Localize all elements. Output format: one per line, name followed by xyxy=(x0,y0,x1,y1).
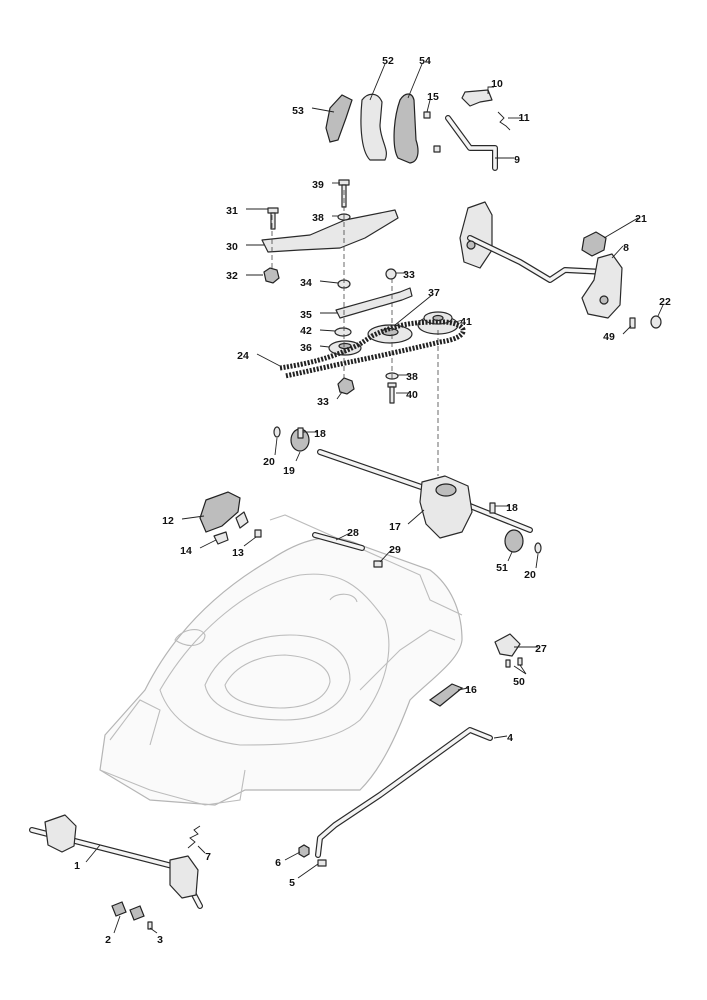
callout-c20b: 20 xyxy=(524,569,536,581)
callout-c24: 24 xyxy=(237,350,249,362)
callout-c41: 41 xyxy=(460,316,472,328)
callout-c16: 16 xyxy=(465,684,477,696)
part-42-pulley-small xyxy=(334,327,352,337)
part-1-front-axle xyxy=(29,814,203,909)
callout-c17: 17 xyxy=(389,521,401,533)
callout-c10: 10 xyxy=(491,78,503,90)
callout-c4: 4 xyxy=(507,732,513,744)
callout-c20a: 20 xyxy=(263,456,275,468)
callout-c30: 30 xyxy=(226,241,238,253)
part-40-bolt xyxy=(387,382,397,404)
part-49-screw xyxy=(629,317,636,329)
part-37-pulley xyxy=(367,324,413,344)
callout-c49: 49 xyxy=(603,331,615,343)
leader-lines xyxy=(85,63,664,934)
part-11-spring xyxy=(497,111,511,131)
callout-c37: 37 xyxy=(428,287,440,299)
part-6-nut xyxy=(298,844,310,858)
callout-c52: 52 xyxy=(382,55,394,67)
part-14-insert xyxy=(213,511,249,545)
callout-c33a: 33 xyxy=(403,269,415,281)
part-17-gearbox xyxy=(419,475,473,539)
callout-c14: 14 xyxy=(180,545,192,557)
callout-c42: 42 xyxy=(300,325,312,337)
part-21-knob xyxy=(581,231,607,257)
callout-c3: 3 xyxy=(157,934,163,946)
part-5-bolt xyxy=(317,859,327,867)
callout-c36: 36 xyxy=(300,342,312,354)
part-10-bracket xyxy=(461,89,493,107)
part-28-tube xyxy=(312,532,365,551)
alignment-lines xyxy=(271,190,439,476)
callout-c5: 5 xyxy=(289,877,295,889)
callout-c19: 19 xyxy=(283,465,295,477)
callout-c35: 35 xyxy=(300,309,312,321)
part-7-spring xyxy=(187,825,201,849)
part-53-left-cover xyxy=(325,94,353,143)
callout-c12: 12 xyxy=(162,515,174,527)
part-8-lever-assembly xyxy=(459,201,623,319)
part-2-clip xyxy=(111,901,145,921)
callout-c34: 34 xyxy=(300,277,312,289)
part-12-bracket xyxy=(199,491,241,533)
callout-c8: 8 xyxy=(623,242,629,254)
callout-c9: 9 xyxy=(514,154,520,166)
part-30-plate xyxy=(261,209,399,253)
callout-c28: 28 xyxy=(347,527,359,539)
part-15-screw xyxy=(423,111,441,153)
callout-c29: 29 xyxy=(389,544,401,556)
part-29-screw xyxy=(373,560,383,568)
part-18-pin xyxy=(297,427,496,514)
callout-c38a: 38 xyxy=(312,212,324,224)
part-51-gear xyxy=(504,529,524,553)
callout-c53: 53 xyxy=(292,105,304,117)
part-31-bolt xyxy=(267,207,279,230)
callout-c31: 31 xyxy=(226,205,238,217)
mower-deck xyxy=(99,514,463,806)
part-32-nut xyxy=(263,267,280,284)
callout-c50: 50 xyxy=(513,676,525,688)
callout-c39: 39 xyxy=(312,179,324,191)
callout-c40: 40 xyxy=(406,389,418,401)
part-24-belt xyxy=(279,319,466,379)
callout-c18b: 18 xyxy=(506,502,518,514)
part-27-bracket xyxy=(494,633,521,657)
part-4-rod xyxy=(315,727,493,858)
callout-c2: 2 xyxy=(105,934,111,946)
part-20-clip xyxy=(273,426,542,554)
part-54-handle-cover xyxy=(393,93,419,164)
callout-c27: 27 xyxy=(535,643,547,655)
callout-c11: 11 xyxy=(518,112,529,124)
part-22-washer xyxy=(650,315,662,329)
callout-c38b: 38 xyxy=(406,371,418,383)
callout-c7: 7 xyxy=(205,851,211,863)
callout-c54: 54 xyxy=(419,55,431,67)
part-16-bracket xyxy=(428,683,464,707)
callout-c51: 51 xyxy=(496,562,508,574)
callout-c33b: 33 xyxy=(317,396,329,408)
callout-c32: 32 xyxy=(226,270,238,282)
callout-c22: 22 xyxy=(659,296,671,308)
part-13-screw xyxy=(254,529,262,538)
part-50-screws xyxy=(505,657,523,668)
callout-c18a: 18 xyxy=(314,428,326,440)
part-3-screw xyxy=(147,921,153,930)
part-9-rod xyxy=(445,115,498,171)
part-35-tension-arm xyxy=(335,287,413,319)
callout-c15: 15 xyxy=(427,91,439,103)
callout-c1: 1 xyxy=(74,860,80,872)
callout-c6: 6 xyxy=(275,857,281,869)
part-36-pulley xyxy=(328,340,362,356)
part-52-handle-cover xyxy=(360,93,387,161)
callout-c13: 13 xyxy=(232,547,244,559)
callout-c21: 21 xyxy=(635,213,647,225)
